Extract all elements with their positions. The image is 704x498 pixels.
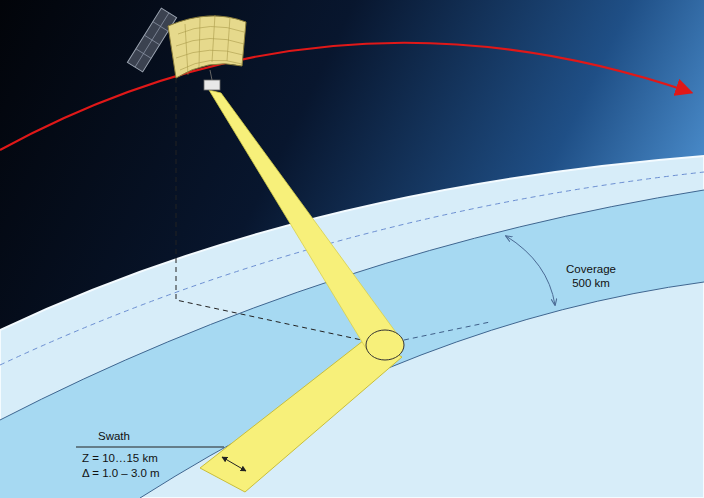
dimension-label: Z = 10…15 km xyxy=(82,451,158,465)
leader-line xyxy=(76,447,224,448)
ground-track xyxy=(404,322,490,340)
coverage-band xyxy=(0,190,704,498)
coverage-arrow xyxy=(506,236,555,305)
satellite xyxy=(127,8,246,90)
coverage-label: Coverage 500 km xyxy=(560,262,622,290)
beam-footprint xyxy=(366,330,404,360)
radar-beam xyxy=(209,90,403,350)
dashed-boundary xyxy=(0,172,704,365)
dimension-label: Δ = 1.0 – 3.0 m xyxy=(82,466,160,480)
earth-surface xyxy=(0,156,704,498)
swath-label: Swath xyxy=(98,429,130,443)
swath-strip xyxy=(200,337,402,492)
swath-width-arrow xyxy=(222,457,246,471)
orbit-arrow xyxy=(0,43,690,150)
coverage-edge xyxy=(140,282,704,498)
